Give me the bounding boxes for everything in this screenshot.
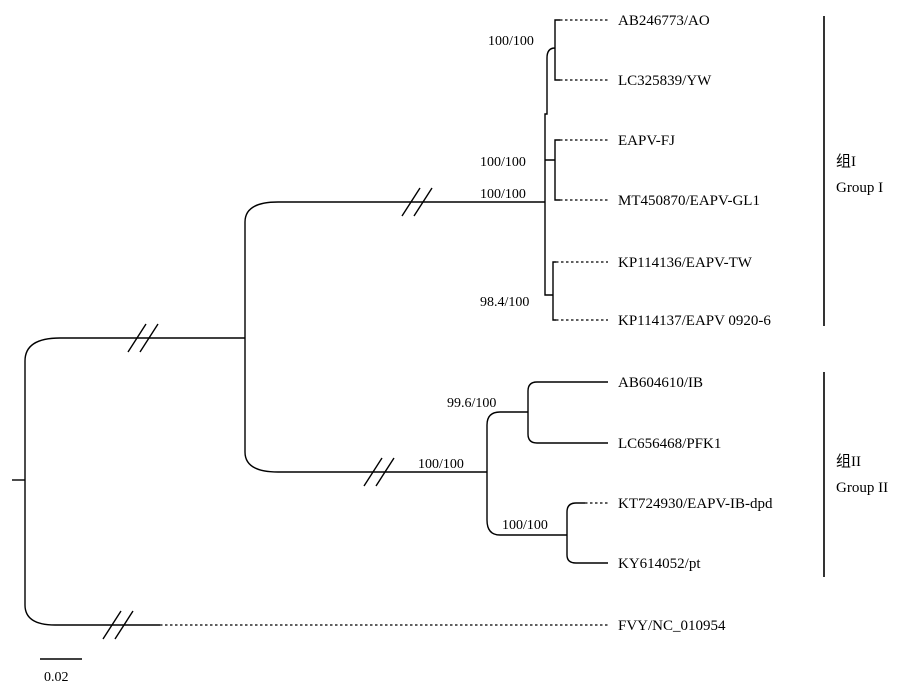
taxon-label: LC656468/PFK1 [618, 436, 721, 452]
clade-ib-pfk [527, 381, 608, 444]
break-mark-group2 [363, 457, 395, 487]
group1-node-branch [544, 19, 560, 321]
taxon-label: KY614052/pt [618, 556, 701, 572]
taxon-label: KP114136/EAPV-TW [618, 255, 753, 271]
break-mark-outgroup [102, 610, 134, 640]
support-value: 98.4/100 [480, 295, 529, 310]
support-value: 100/100 [502, 518, 548, 533]
root-node-branch [24, 337, 245, 626]
support-value: 99.6/100 [447, 396, 496, 411]
taxon-label: KP114137/EAPV 0920-6 [618, 313, 771, 329]
group1-label-en: Group I [836, 180, 883, 196]
support-value: 100/100 [488, 34, 534, 49]
taxon-label: EAPV-FJ [618, 133, 675, 149]
group2-label-en: Group II [836, 480, 888, 496]
ingroup-node-branch [244, 201, 545, 473]
taxon-label: AB604610/IB [618, 375, 703, 391]
break-mark-root [127, 323, 159, 353]
taxon-label: LC325839/YW [618, 73, 712, 89]
taxon-label: KT724930/EAPV-IB-dpd [618, 496, 773, 512]
support-value: 100/100 [480, 187, 526, 202]
clade-dpd-pt [566, 502, 608, 564]
outgroup-label: FVY/NC_010954 [618, 618, 726, 634]
scale-bar-label: 0.02 [44, 670, 69, 685]
support-value: 100/100 [480, 155, 526, 170]
taxon-label: AB246773/AO [618, 13, 710, 29]
break-mark-group1 [401, 187, 433, 217]
group2-node-branch [486, 411, 567, 536]
taxon-label: MT450870/EAPV-GL1 [618, 193, 760, 209]
group1-label-cn: 组I [836, 153, 856, 170]
support-value: 100/100 [418, 457, 464, 472]
group2-label-cn: 组II [836, 453, 861, 470]
